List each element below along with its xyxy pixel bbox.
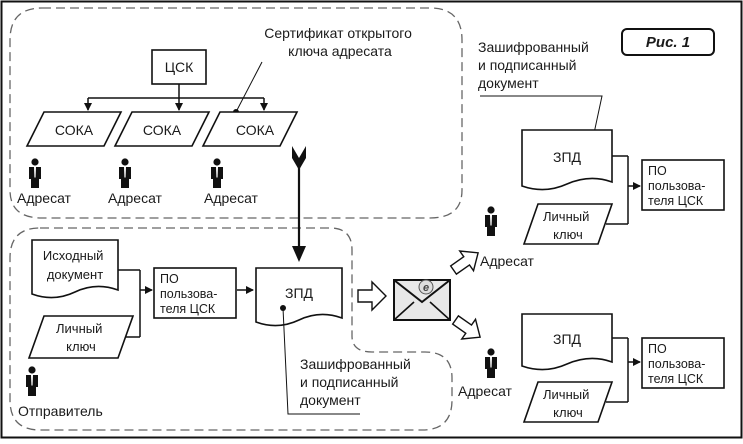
sender-connectors bbox=[118, 269, 254, 338]
source-document: Исходный документ bbox=[31, 239, 119, 299]
send-arrow-icon bbox=[357, 280, 387, 312]
svg-text:ПО пользова- теля: ПО пользова- теля ЦСК bbox=[648, 164, 709, 208]
encrypted-doc-label-top: Зашифрованный и подписанный документ bbox=[478, 39, 593, 91]
svg-text:Исходный документ: Исходный документ bbox=[43, 248, 107, 282]
receiver-2-connectors bbox=[606, 337, 641, 403]
receiver-2-zpd: ЗПД bbox=[521, 313, 613, 371]
receiver-2-private-key: Личный ключ bbox=[522, 381, 614, 423]
sender-zpd: ЗПД bbox=[255, 267, 343, 327]
svg-text:ПО пользова- теля: ПО пользова- теля ЦСК bbox=[648, 342, 709, 386]
svg-text:СОКА: СОКА bbox=[55, 122, 94, 138]
receiver-1-connectors bbox=[606, 155, 641, 225]
receiver-2-label: Адресат bbox=[458, 383, 513, 399]
envelope-icon: e bbox=[393, 279, 451, 321]
sender-region bbox=[9, 227, 453, 431]
sender-zpd-leader bbox=[282, 307, 360, 415]
figure-label-text: Рис. 1 bbox=[646, 34, 690, 51]
csk-region bbox=[9, 7, 463, 219]
sender-private-key: Личный ключ bbox=[27, 315, 135, 359]
svg-text:ЗПД: ЗПД bbox=[553, 149, 582, 165]
svg-text:ПО пользова- теля: ПО пользова- теля ЦСК bbox=[160, 272, 221, 316]
figure-label: Рис. 1 bbox=[621, 28, 715, 56]
arrow-up-right-icon bbox=[449, 250, 479, 276]
cert-leader-line bbox=[235, 61, 263, 113]
receiver-1-private-key: Личный ключ bbox=[522, 203, 614, 245]
csk-tree bbox=[84, 84, 268, 111]
cert-label: Сертификат открытого ключа адресата bbox=[264, 25, 416, 59]
svg-text:e: e bbox=[423, 282, 429, 294]
receiver-1-label: Адресат bbox=[480, 253, 535, 269]
receiver-1-zpd: ЗПД bbox=[521, 129, 613, 191]
addressee-label-3: Адресат bbox=[204, 190, 259, 206]
csk-text: ЦСК bbox=[165, 59, 194, 75]
sender-software-box: ПО пользова- теля ЦСК bbox=[153, 267, 237, 319]
svg-text:Личный ключ: Личный ключ bbox=[543, 387, 593, 420]
addressee-label-1: Адресат bbox=[17, 190, 72, 206]
addressee-label-2: Адресат bbox=[108, 190, 163, 206]
down-arrow-icon bbox=[292, 146, 306, 262]
soka-1: СОКА bbox=[25, 111, 123, 147]
svg-text:Личный ключ: Личный ключ bbox=[56, 321, 106, 354]
csk-box bbox=[151, 49, 207, 85]
sender-label: Отправитель bbox=[18, 403, 103, 419]
svg-text:СОКА: СОКА bbox=[236, 122, 275, 138]
soka-3: СОКА bbox=[201, 111, 299, 147]
svg-text:Личный ключ: Личный ключ bbox=[543, 209, 593, 242]
arrow-down-right-icon bbox=[451, 314, 481, 340]
svg-text:СОКА: СОКА bbox=[143, 122, 182, 138]
receiver-1-software-box: ПО пользова- теля ЦСК bbox=[641, 159, 725, 211]
svg-text:ЗПД: ЗПД bbox=[285, 285, 314, 301]
svg-text:ЗПД: ЗПД bbox=[553, 331, 582, 347]
soka-2: СОКА bbox=[113, 111, 211, 147]
encrypted-doc-label-bottom: Зашифрованный и подписанный документ bbox=[300, 356, 415, 408]
receiver-2-software-box: ПО пользова- теля ЦСК bbox=[641, 337, 725, 389]
